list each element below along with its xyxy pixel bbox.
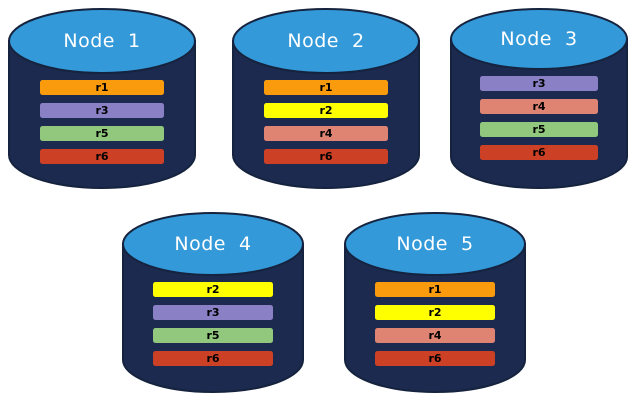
cylinder-top-ellipse — [450, 8, 628, 70]
replica-label: r4 — [428, 329, 442, 342]
replica-label: r1 — [319, 81, 333, 94]
replica-list: r1 r2 r4 r6 — [232, 80, 420, 172]
replica-bar[interactable]: r4 — [264, 126, 388, 141]
replica-bar[interactable]: r6 — [153, 351, 273, 366]
replica-bar[interactable]: r5 — [153, 328, 273, 343]
replica-label: r2 — [206, 283, 220, 296]
replica-list: r2 r3 r5 r6 — [122, 282, 304, 374]
replica-label: r6 — [428, 352, 442, 365]
replica-label: r5 — [206, 329, 220, 342]
replica-label: r3 — [95, 104, 109, 117]
replica-bar[interactable]: r1 — [375, 282, 495, 297]
cylinder-top-ellipse — [344, 212, 526, 276]
replica-bar[interactable]: r5 — [480, 122, 598, 137]
replica-label: r6 — [206, 352, 220, 365]
replica-bar[interactable]: r6 — [375, 351, 495, 366]
replica-label: r5 — [532, 123, 546, 136]
replica-bar[interactable]: r6 — [480, 145, 598, 160]
replica-bar[interactable]: r3 — [480, 76, 598, 91]
replica-bar[interactable]: r3 — [40, 103, 164, 118]
replica-bar[interactable]: r2 — [264, 103, 388, 118]
replica-label: r6 — [319, 150, 333, 163]
replica-list: r1 r2 r4 r6 — [344, 282, 526, 374]
replica-label: r2 — [428, 306, 442, 319]
replica-bar[interactable]: r6 — [264, 149, 388, 164]
replica-label: r4 — [532, 100, 546, 113]
replica-bar[interactable]: r4 — [480, 99, 598, 114]
cylinder-top-ellipse — [232, 8, 420, 74]
replica-label: r5 — [95, 127, 109, 140]
replica-label: r2 — [319, 104, 333, 117]
replica-label: r6 — [532, 146, 546, 159]
replica-label: r3 — [532, 77, 546, 90]
replica-label: r1 — [428, 283, 442, 296]
replica-bar[interactable]: r3 — [153, 305, 273, 320]
replica-list: r1 r3 r5 r6 — [8, 80, 196, 172]
replica-bar[interactable]: r1 — [264, 80, 388, 95]
replica-bar[interactable]: r4 — [375, 328, 495, 343]
replica-bar[interactable]: r5 — [40, 126, 164, 141]
replica-label: r3 — [206, 306, 220, 319]
replica-label: r6 — [95, 150, 109, 163]
cylinder-top-ellipse — [122, 212, 304, 276]
replica-bar[interactable]: r6 — [40, 149, 164, 164]
cylinder-top-ellipse — [8, 8, 196, 74]
replica-label: r1 — [95, 81, 109, 94]
replica-list: r3 r4 r5 r6 — [450, 76, 628, 168]
replica-label: r4 — [319, 127, 333, 140]
replica-bar[interactable]: r2 — [375, 305, 495, 320]
replica-bar[interactable]: r1 — [40, 80, 164, 95]
replica-bar[interactable]: r2 — [153, 282, 273, 297]
